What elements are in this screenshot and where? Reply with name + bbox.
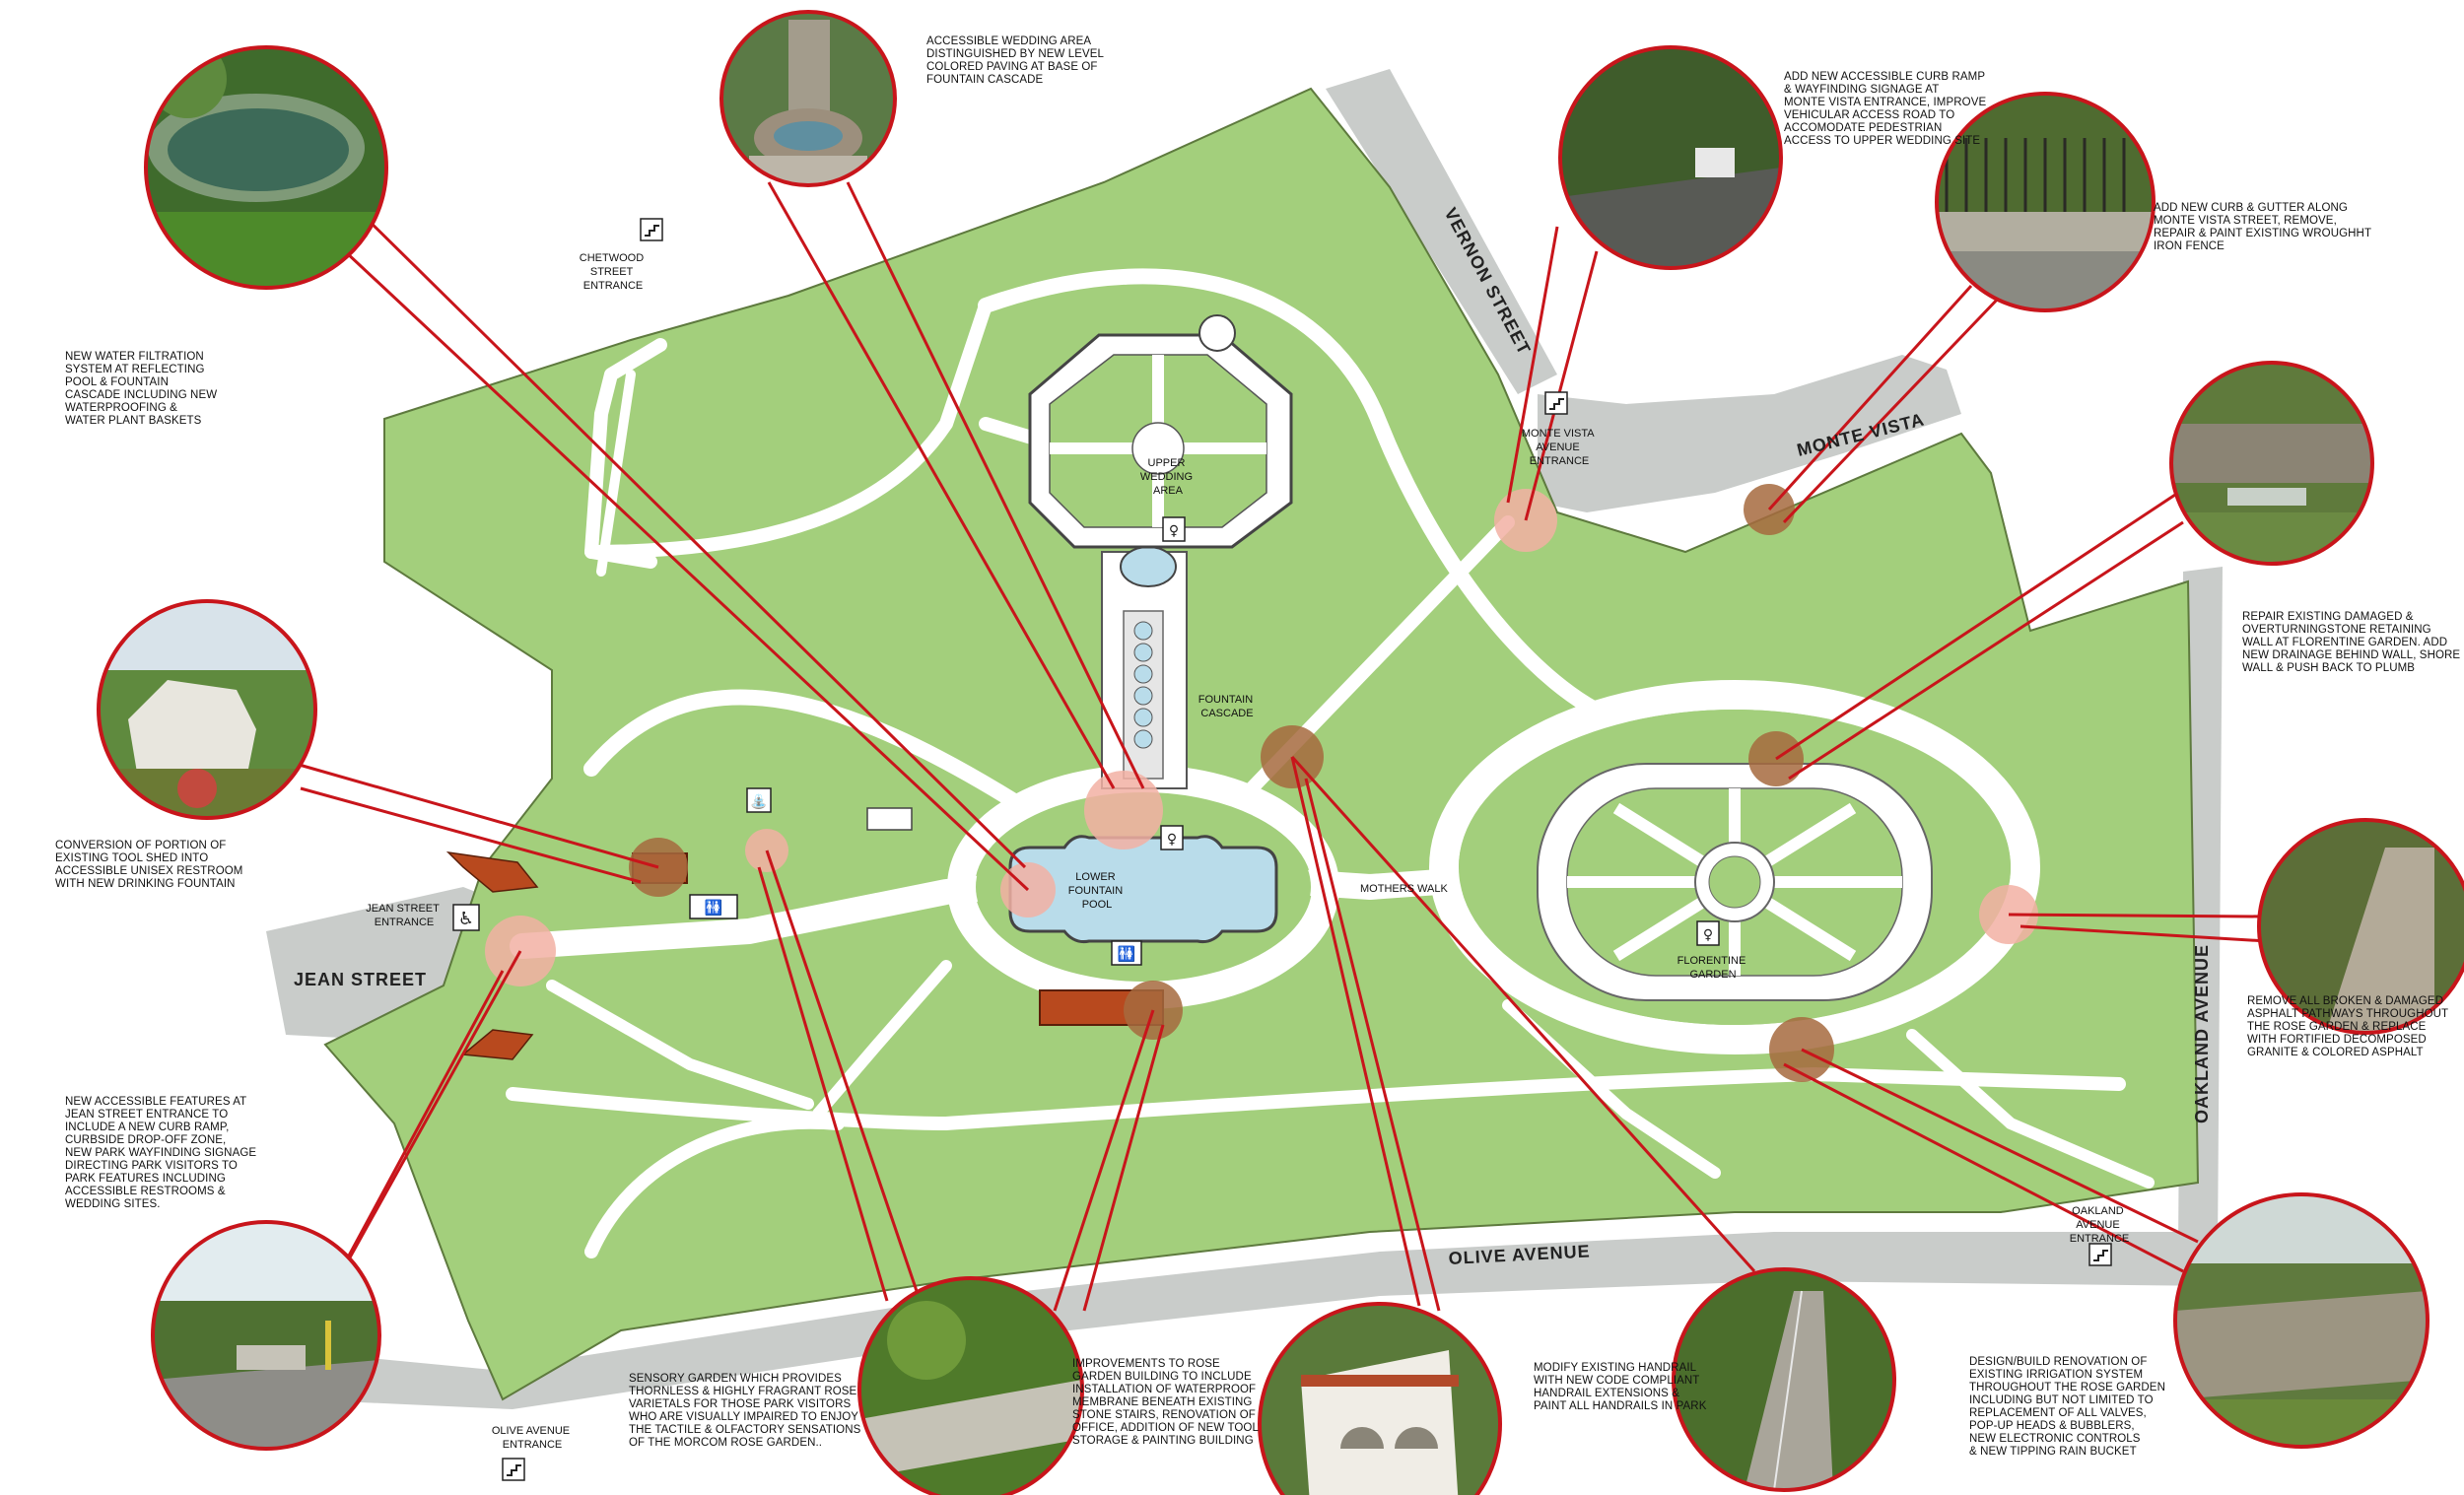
- label-mothers-walk: MOTHERS WALK: [1360, 883, 1448, 895]
- svg-text:🚻: 🚻: [1118, 945, 1136, 963]
- note-water-filtration: NEW WATER FILTRATION SYSTEM AT REFLECTIN…: [65, 351, 218, 427]
- photo-iron-fence: [1935, 92, 2156, 312]
- stair-west: [596, 370, 636, 577]
- restroom-icon: 🚻: [689, 894, 738, 919]
- lower-pool-basin: [1008, 835, 1278, 943]
- photo-cascade-base: [719, 10, 897, 187]
- photo-tool-shed: [97, 599, 317, 820]
- stairs-icon: [640, 218, 663, 241]
- note-restroom-conversion: CONVERSION OF PORTION OF EXISTING TOOL S…: [55, 840, 243, 890]
- north-loop: [978, 268, 1624, 727]
- note-curb-gutter-fence: ADD NEW CURB & GUTTER ALONG MONTE VISTA …: [2154, 202, 2372, 252]
- note-handrail: MODIFY EXISTING HANDRAIL WITH NEW CODE C…: [1534, 1362, 1707, 1412]
- streets: [266, 69, 2223, 1409]
- note-accessible-wedding-area: ACCESSIBLE WEDDING AREA DISTINGUISHED BY…: [926, 35, 1105, 86]
- photo-retaining-wall: [2169, 361, 2374, 566]
- note-retaining-wall: REPAIR EXISTING DAMAGED & OVERTURNINGSTO…: [2242, 611, 2461, 674]
- monte-vista-street: [1538, 355, 1961, 512]
- street-label-jean: JEAN STREET: [294, 970, 427, 989]
- photo-handrail-stairs: [1672, 1267, 1896, 1492]
- map-icons: ♿ ⛲ 🚻 🚻 ♀ ♀ ♀: [452, 218, 2112, 1481]
- wedding-icon: ♀: [1696, 920, 1720, 946]
- upper-pool: [1120, 546, 1177, 587]
- jean-entry-wall-south: [461, 1029, 534, 1060]
- street-label-oakland: OAKLAND AVENUE: [2192, 944, 2212, 1123]
- label-upper-wedding-area: UPPER WEDDING AREA: [1140, 457, 1196, 497]
- hl-wedding-base: [1084, 771, 1163, 849]
- label-olive-entrance: OLIVE AVENUE ENTRANCE: [492, 1425, 573, 1451]
- photo-monte-vista-entry: [1558, 45, 1783, 270]
- upper-wedding-complex: [1028, 314, 1293, 789]
- svg-text:🚻: 🚻: [705, 899, 723, 917]
- olive-avenue: [286, 1232, 2223, 1409]
- west-diag: [812, 960, 952, 1120]
- florentine-garden-beds: [1459, 710, 2011, 1025]
- photo-irrigation: [2173, 1192, 2430, 1449]
- wedding-icon: ♀: [1160, 825, 1184, 850]
- restroom-icon: 🚻: [1111, 940, 1142, 966]
- note-jean-street-features: NEW ACCESSIBLE FEATURES AT JEAN STREET E…: [65, 1096, 257, 1210]
- note-irrigation: DESIGN/BUILD RENOVATION OF EXISTING IRRI…: [1969, 1356, 2165, 1458]
- lower-pool-area: [976, 793, 1311, 981]
- east-link: [1906, 1029, 2155, 1189]
- wheelchair-icon: ♿: [452, 904, 480, 931]
- stairs-icon: [502, 1458, 525, 1481]
- stairs-icon: [1544, 391, 1568, 415]
- label-fountain-cascade: FOUNTAIN CASCADE: [1198, 694, 1256, 719]
- photo-asphalt-path: [2257, 818, 2464, 1035]
- southwest-link: [546, 980, 814, 1110]
- callout-leaders: [295, 181, 2268, 1312]
- label-monte-vista-entrance: MONTE VISTA AVENUE ENTRANCE: [1522, 428, 1597, 467]
- note-rose-garden-building: IMPROVEMENTS TO ROSE GARDEN BUILDING TO …: [1072, 1358, 1259, 1447]
- jean-entry-wall-north: [445, 850, 539, 893]
- note-asphalt-pathways: REMOVE ALL BROKEN & DAMAGED ASPHALT PATH…: [2247, 995, 2449, 1058]
- photo-sensory-garden: [857, 1276, 1084, 1495]
- svg-text:♀: ♀: [1169, 523, 1179, 539]
- svg-text:♀: ♀: [1167, 832, 1177, 848]
- note-curb-ramp-monte-vista: ADD NEW ACCESSIBLE CURB RAMP & WAYFINDIN…: [1784, 71, 1987, 147]
- label-florentine-garden: FLORENTINE GARDEN: [1677, 955, 1749, 981]
- stairs-icon: [2088, 1243, 2112, 1266]
- svg-text:⛲: ⛲: [750, 793, 767, 810]
- label-chetwood-entrance: CHETWOOD STREET ENTRANCE: [580, 252, 647, 292]
- label-oakland-entrance: OAKLAND AVENUE ENTRANCE: [2070, 1205, 2130, 1245]
- drinking-fountain-icon: ⛲: [746, 787, 772, 813]
- florentine-loop: [1429, 680, 2040, 1054]
- vernon-street: [1326, 69, 1557, 394]
- label-jean-entrance: JEAN STREET ENTRANCE: [366, 903, 442, 928]
- note-sensory-garden: SENSORY GARDEN WHICH PROVIDES THORNLESS …: [629, 1373, 861, 1449]
- west-arc: [583, 689, 1033, 816]
- svg-text:♿: ♿: [458, 909, 474, 929]
- photo-jean-entry: [151, 1220, 381, 1451]
- photo-rose-building: [1258, 1302, 1502, 1495]
- svg-text:♀: ♀: [1703, 927, 1713, 943]
- label-lower-fountain-pool: LOWER FOUNTAIN POOL: [1068, 871, 1126, 911]
- photo-reflecting-pool: [144, 45, 388, 290]
- wedding-icon: ♀: [1162, 516, 1186, 542]
- south-lower-curve: [584, 1115, 845, 1258]
